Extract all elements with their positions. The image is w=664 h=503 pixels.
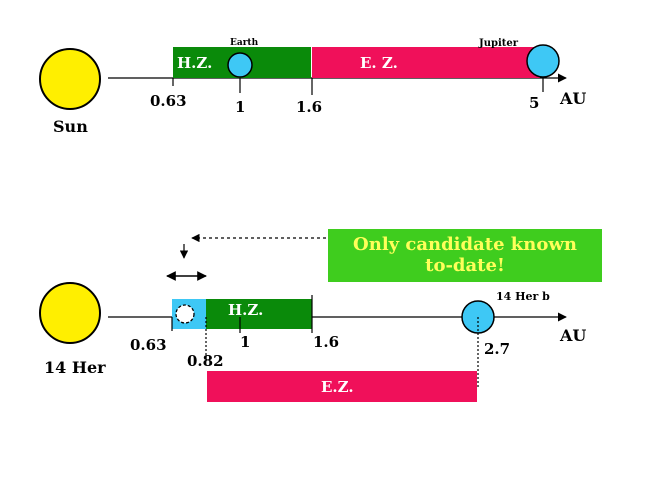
bottom-axis-unit: AU [559, 326, 586, 345]
bottom-tick-label-0-82: 0.82 [187, 352, 224, 370]
her14-star [39, 282, 101, 344]
bottom-habitable-zone [206, 299, 312, 329]
sun-star [39, 48, 101, 110]
her14b-label: 14 Her b [496, 290, 550, 303]
earth-planet [227, 52, 253, 78]
bottom-ez-label: E.Z. [321, 378, 354, 396]
top-hz-label: H.Z. [177, 54, 212, 72]
top-tick-label-1-6: 1.6 [296, 98, 322, 116]
top-tick-label-0-63: 0.63 [150, 92, 187, 110]
bottom-exclusion-zone [207, 371, 477, 402]
top-exclusion-zone [312, 47, 540, 78]
bottom-tick-label-1-6: 1.6 [313, 333, 339, 351]
hypothetical-planet [175, 304, 195, 324]
bottom-hz-label: H.Z. [228, 301, 263, 319]
earth-label: Earth [230, 38, 259, 48]
her14-star-label: 14 Her [44, 358, 106, 377]
bottom-tick-label-0-63: 0.63 [130, 336, 167, 354]
bottom-tick-label-2-7: 2.7 [484, 340, 510, 358]
top-axis-unit: AU [559, 89, 586, 108]
top-tick-label-1: 1 [235, 98, 245, 116]
solar-system-diagram: Sun H.Z. E. Z. Earth Jupiter 0.63 1 1.6 … [39, 38, 586, 136]
jupiter-label: Jupiter [478, 38, 519, 49]
callout-line-1: Only candidate known [353, 234, 577, 255]
top-ez-label: E. Z. [360, 54, 398, 72]
top-tick-label-5: 5 [529, 94, 539, 112]
callout-box [328, 229, 602, 282]
bottom-tick-label-1: 1 [240, 333, 250, 351]
jupiter-planet [526, 44, 560, 78]
callout-line-2: to-date! [425, 255, 505, 276]
her14-system-diagram: Only candidate known to-date! 14 Her H.Z… [39, 229, 602, 402]
sun-label: Sun [53, 117, 88, 136]
